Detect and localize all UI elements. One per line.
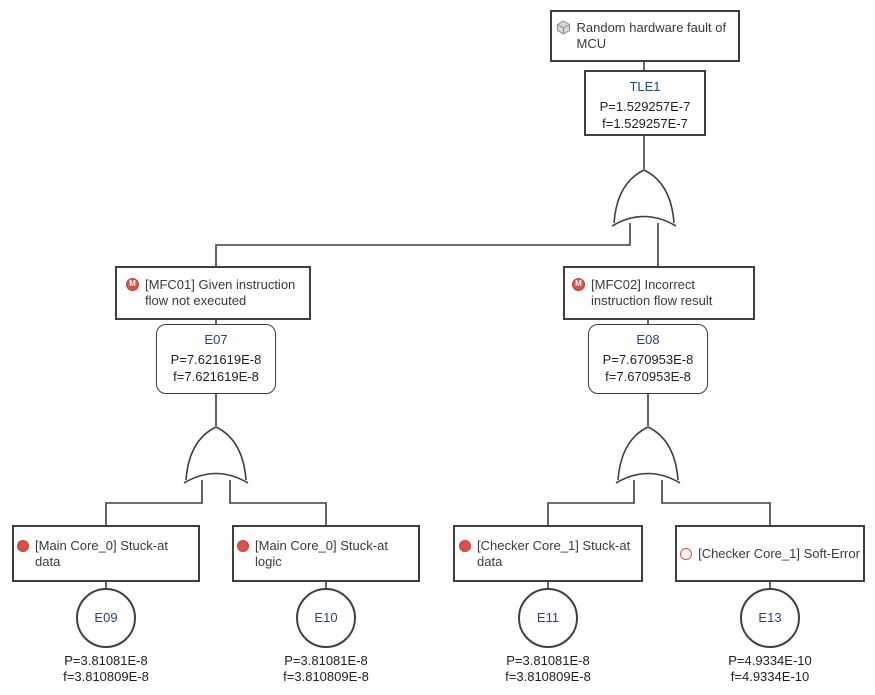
e10-frequency: f=3.810809E-8	[283, 669, 369, 684]
e10-probability: P=3.81081E-8	[284, 653, 368, 668]
leaf-e11-content: [Checker Core_1] Stuck-at data	[459, 538, 637, 570]
red-circle-icon	[459, 539, 471, 552]
e08-frequency: f=7.670953E-8	[605, 369, 691, 384]
event-values-e09: P=3.81081E-8 f=3.810809E-8	[26, 653, 186, 685]
e09-name: E09	[94, 610, 118, 625]
e13-probability: P=4.9334E-10	[728, 653, 812, 668]
leaf-e09-content: [Main Core_0] Stuck-at data	[17, 538, 195, 570]
red-circle-icon	[237, 539, 249, 552]
e11-name: E11	[536, 610, 560, 625]
or-gate-right[interactable]	[615, 426, 681, 484]
e13-name: E13	[758, 610, 782, 625]
e09-probability: P=3.81081E-8	[64, 653, 148, 668]
leaf-e13-label: [Checker Core_1] Soft-Error	[698, 545, 860, 561]
node-top-event[interactable]: Random hardware fault of MCU	[550, 10, 740, 62]
event-values-e13: P=4.9334E-10 f=4.9334E-10	[690, 653, 850, 685]
red-circle-outline-icon	[680, 547, 693, 560]
red-circle-icon	[17, 539, 29, 552]
event-circle-e11[interactable]: E11	[518, 588, 578, 648]
event-circle-e13[interactable]: E13	[740, 588, 800, 648]
e11-frequency: f=3.810809E-8	[505, 669, 591, 684]
e08-probability: P=7.670953E-8	[602, 352, 694, 367]
event-circle-e09[interactable]: E09	[76, 588, 136, 648]
top-event-label: Random hardware fault of MCU	[576, 20, 727, 51]
event-values-e11: P=3.81081E-8 f=3.810809E-8	[468, 653, 628, 685]
mfc01-label: [MFC01] Given instruction flow not execu…	[145, 277, 296, 308]
tle1-probability: P=1.529257E-7	[599, 99, 691, 114]
e11-probability: P=3.81081E-8	[506, 653, 590, 668]
e09-frequency: f=3.810809E-8	[63, 669, 149, 684]
e07-probability: P=7.621619E-8	[170, 352, 262, 367]
node-leaf-e13[interactable]: [Checker Core_1] Soft-Error	[675, 525, 865, 582]
mfc02-content: M [MFC02] Incorrect instruction flow res…	[572, 277, 746, 309]
event-circle-e10[interactable]: E10	[296, 588, 356, 648]
leaf-e09-label: [Main Core_0] Stuck-at data	[35, 537, 168, 569]
node-mfc01[interactable]: M [MFC01] Given instruction flow not exe…	[115, 266, 311, 320]
e10-name: E10	[314, 610, 338, 625]
e07-name: E07	[204, 332, 228, 347]
leaf-e13-content: [Checker Core_1] Soft-Error	[680, 546, 860, 562]
leaf-e10-content: [Main Core_0] Stuck-at logic	[237, 538, 415, 570]
module-icon: M	[126, 278, 139, 291]
or-gate-left[interactable]	[183, 426, 249, 484]
e13-frequency: f=4.9334E-10	[730, 669, 810, 684]
node-mfc02[interactable]: M [MFC02] Incorrect instruction flow res…	[563, 266, 755, 320]
node-leaf-e11[interactable]: [Checker Core_1] Stuck-at data	[453, 525, 643, 582]
cube-icon	[556, 20, 570, 35]
leaf-e10-label: [Main Core_0] Stuck-at logic	[255, 537, 388, 569]
mfc01-content: M [MFC01] Given instruction flow not exe…	[126, 277, 300, 309]
leaf-e11-label: [Checker Core_1] Stuck-at data	[477, 537, 631, 569]
tle1-name: TLE1	[629, 79, 661, 94]
node-leaf-e10[interactable]: [Main Core_0] Stuck-at logic	[232, 525, 420, 582]
node-tle1[interactable]: TLE1 P=1.529257E-7 f=1.529257E-7	[584, 70, 706, 136]
node-e07[interactable]: E07 P=7.621619E-8 f=7.621619E-8	[156, 324, 276, 394]
tle1-frequency: f=1.529257E-7	[602, 116, 688, 131]
node-leaf-e09[interactable]: [Main Core_0] Stuck-at data	[12, 525, 200, 582]
module-icon: M	[572, 278, 585, 291]
event-values-e10: P=3.81081E-8 f=3.810809E-8	[246, 653, 406, 685]
e07-frequency: f=7.621619E-8	[173, 369, 259, 384]
top-event-content: Random hardware fault of MCU	[556, 20, 735, 52]
mfc02-label: [MFC02] Incorrect instruction flow resul…	[591, 277, 713, 308]
node-e08[interactable]: E08 P=7.670953E-8 f=7.670953E-8	[588, 324, 708, 394]
or-gate-top[interactable]	[611, 169, 677, 227]
e08-name: E08	[636, 332, 660, 347]
